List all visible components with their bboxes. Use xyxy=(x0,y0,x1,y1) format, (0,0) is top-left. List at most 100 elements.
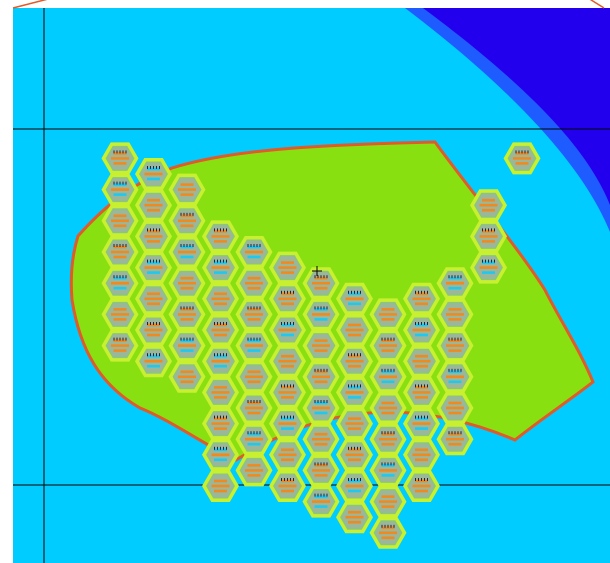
fuel-pin-row xyxy=(111,157,129,160)
pin-marker xyxy=(293,415,294,419)
pin-marker xyxy=(293,384,294,388)
pin-marker xyxy=(156,322,157,325)
pin-marker xyxy=(250,244,252,247)
pin-marker xyxy=(189,244,191,247)
pin-marker xyxy=(192,337,194,341)
fuel-pin-row xyxy=(446,281,464,285)
fuel-pin-row xyxy=(180,380,194,384)
pin-marker xyxy=(253,431,255,435)
fuel-pin-row xyxy=(314,339,328,342)
fuel-assembly xyxy=(302,423,340,456)
fuel-pin-row xyxy=(412,359,431,363)
fuel-pin-row xyxy=(247,349,261,352)
fuel-pin-row xyxy=(379,469,397,472)
pin-marker xyxy=(125,275,127,279)
fuel-assembly xyxy=(302,298,340,331)
fuel-pin-row xyxy=(348,458,361,462)
pin-marker xyxy=(284,290,285,294)
pin-marker xyxy=(122,244,124,247)
pin-marker xyxy=(119,275,121,279)
fuel-pin-row xyxy=(281,427,294,430)
pin-marker xyxy=(217,259,218,263)
fuel-pin-row xyxy=(147,333,160,337)
fuel-pin-row xyxy=(281,271,294,274)
pin-marker xyxy=(348,478,349,481)
fuel-assembly xyxy=(101,173,139,206)
pin-marker xyxy=(326,462,328,466)
pin-marker xyxy=(293,290,294,294)
fuel-pin-row xyxy=(180,193,194,196)
pin-marker xyxy=(287,415,288,419)
fuel-pin-row xyxy=(348,323,361,327)
pin-marker xyxy=(159,322,160,325)
fuel-pin-row xyxy=(314,442,328,446)
pin-marker xyxy=(220,228,221,232)
pin-marker xyxy=(147,353,148,357)
fuel-assembly xyxy=(302,454,340,487)
fuel-pin-row xyxy=(448,442,462,446)
fuel-assembly xyxy=(302,392,340,424)
pin-marker xyxy=(153,322,154,325)
pin-marker xyxy=(281,290,282,294)
pin-marker xyxy=(214,446,215,450)
vessel-core xyxy=(423,8,610,205)
fuel-assembly xyxy=(135,189,172,222)
fuel-pin-row xyxy=(381,401,395,405)
pin-marker xyxy=(326,368,328,372)
fuel-pin-row xyxy=(348,520,361,524)
pin-marker xyxy=(122,337,124,341)
fuel-assembly xyxy=(168,236,206,268)
fuel-assembly xyxy=(436,423,474,456)
pin-marker xyxy=(281,322,282,325)
pin-marker xyxy=(220,322,221,325)
fuel-pin-row xyxy=(180,276,194,280)
pin-marker xyxy=(454,368,456,372)
fuel-pin-row xyxy=(314,286,328,290)
pin-marker xyxy=(317,493,319,497)
pin-marker xyxy=(226,322,227,325)
fuel-pin-row xyxy=(381,308,395,311)
fuel-pin-row xyxy=(314,349,328,352)
pin-marker xyxy=(125,337,127,341)
fuel-pin-row xyxy=(111,313,129,316)
pin-marker xyxy=(360,353,361,357)
fuel-pin-row xyxy=(147,271,160,274)
fuel-pin-row xyxy=(381,505,395,508)
fuel-pin-row xyxy=(247,474,261,477)
fuel-pin-row xyxy=(348,417,361,420)
fuel-assembly xyxy=(101,204,139,237)
fuel-assembly xyxy=(101,329,139,362)
fuel-assembly xyxy=(269,438,306,471)
pin-marker xyxy=(287,290,288,294)
fuel-pin-row xyxy=(345,515,364,519)
fuel-pin-row xyxy=(412,391,431,394)
fuel-assembly xyxy=(336,470,373,502)
pin-marker xyxy=(518,150,520,154)
pin-marker xyxy=(323,306,325,310)
pin-marker xyxy=(485,259,486,263)
fuel-assembly xyxy=(403,376,440,409)
pin-marker xyxy=(317,368,319,372)
pin-marker xyxy=(314,306,316,310)
fuel-pin-row xyxy=(245,313,263,316)
fuel-pin-row xyxy=(314,464,328,467)
pin-marker xyxy=(259,400,261,403)
pin-marker xyxy=(451,368,453,372)
pin-marker xyxy=(253,400,255,403)
pin-marker xyxy=(247,431,249,435)
pin-marker xyxy=(220,415,221,419)
fuel-pin-row xyxy=(178,281,196,285)
fuel-assembly xyxy=(135,251,172,284)
fuel-pin-row xyxy=(111,219,129,223)
pin-marker xyxy=(354,478,355,481)
pin-marker xyxy=(390,431,392,435)
fuel-pin-row xyxy=(211,328,230,332)
pin-marker xyxy=(354,446,355,450)
fuel-assembly xyxy=(269,470,306,502)
fuel-pin-row xyxy=(412,297,431,301)
pin-marker xyxy=(217,228,218,232)
pin-marker xyxy=(454,337,456,341)
fuel-pin-row xyxy=(312,313,330,316)
